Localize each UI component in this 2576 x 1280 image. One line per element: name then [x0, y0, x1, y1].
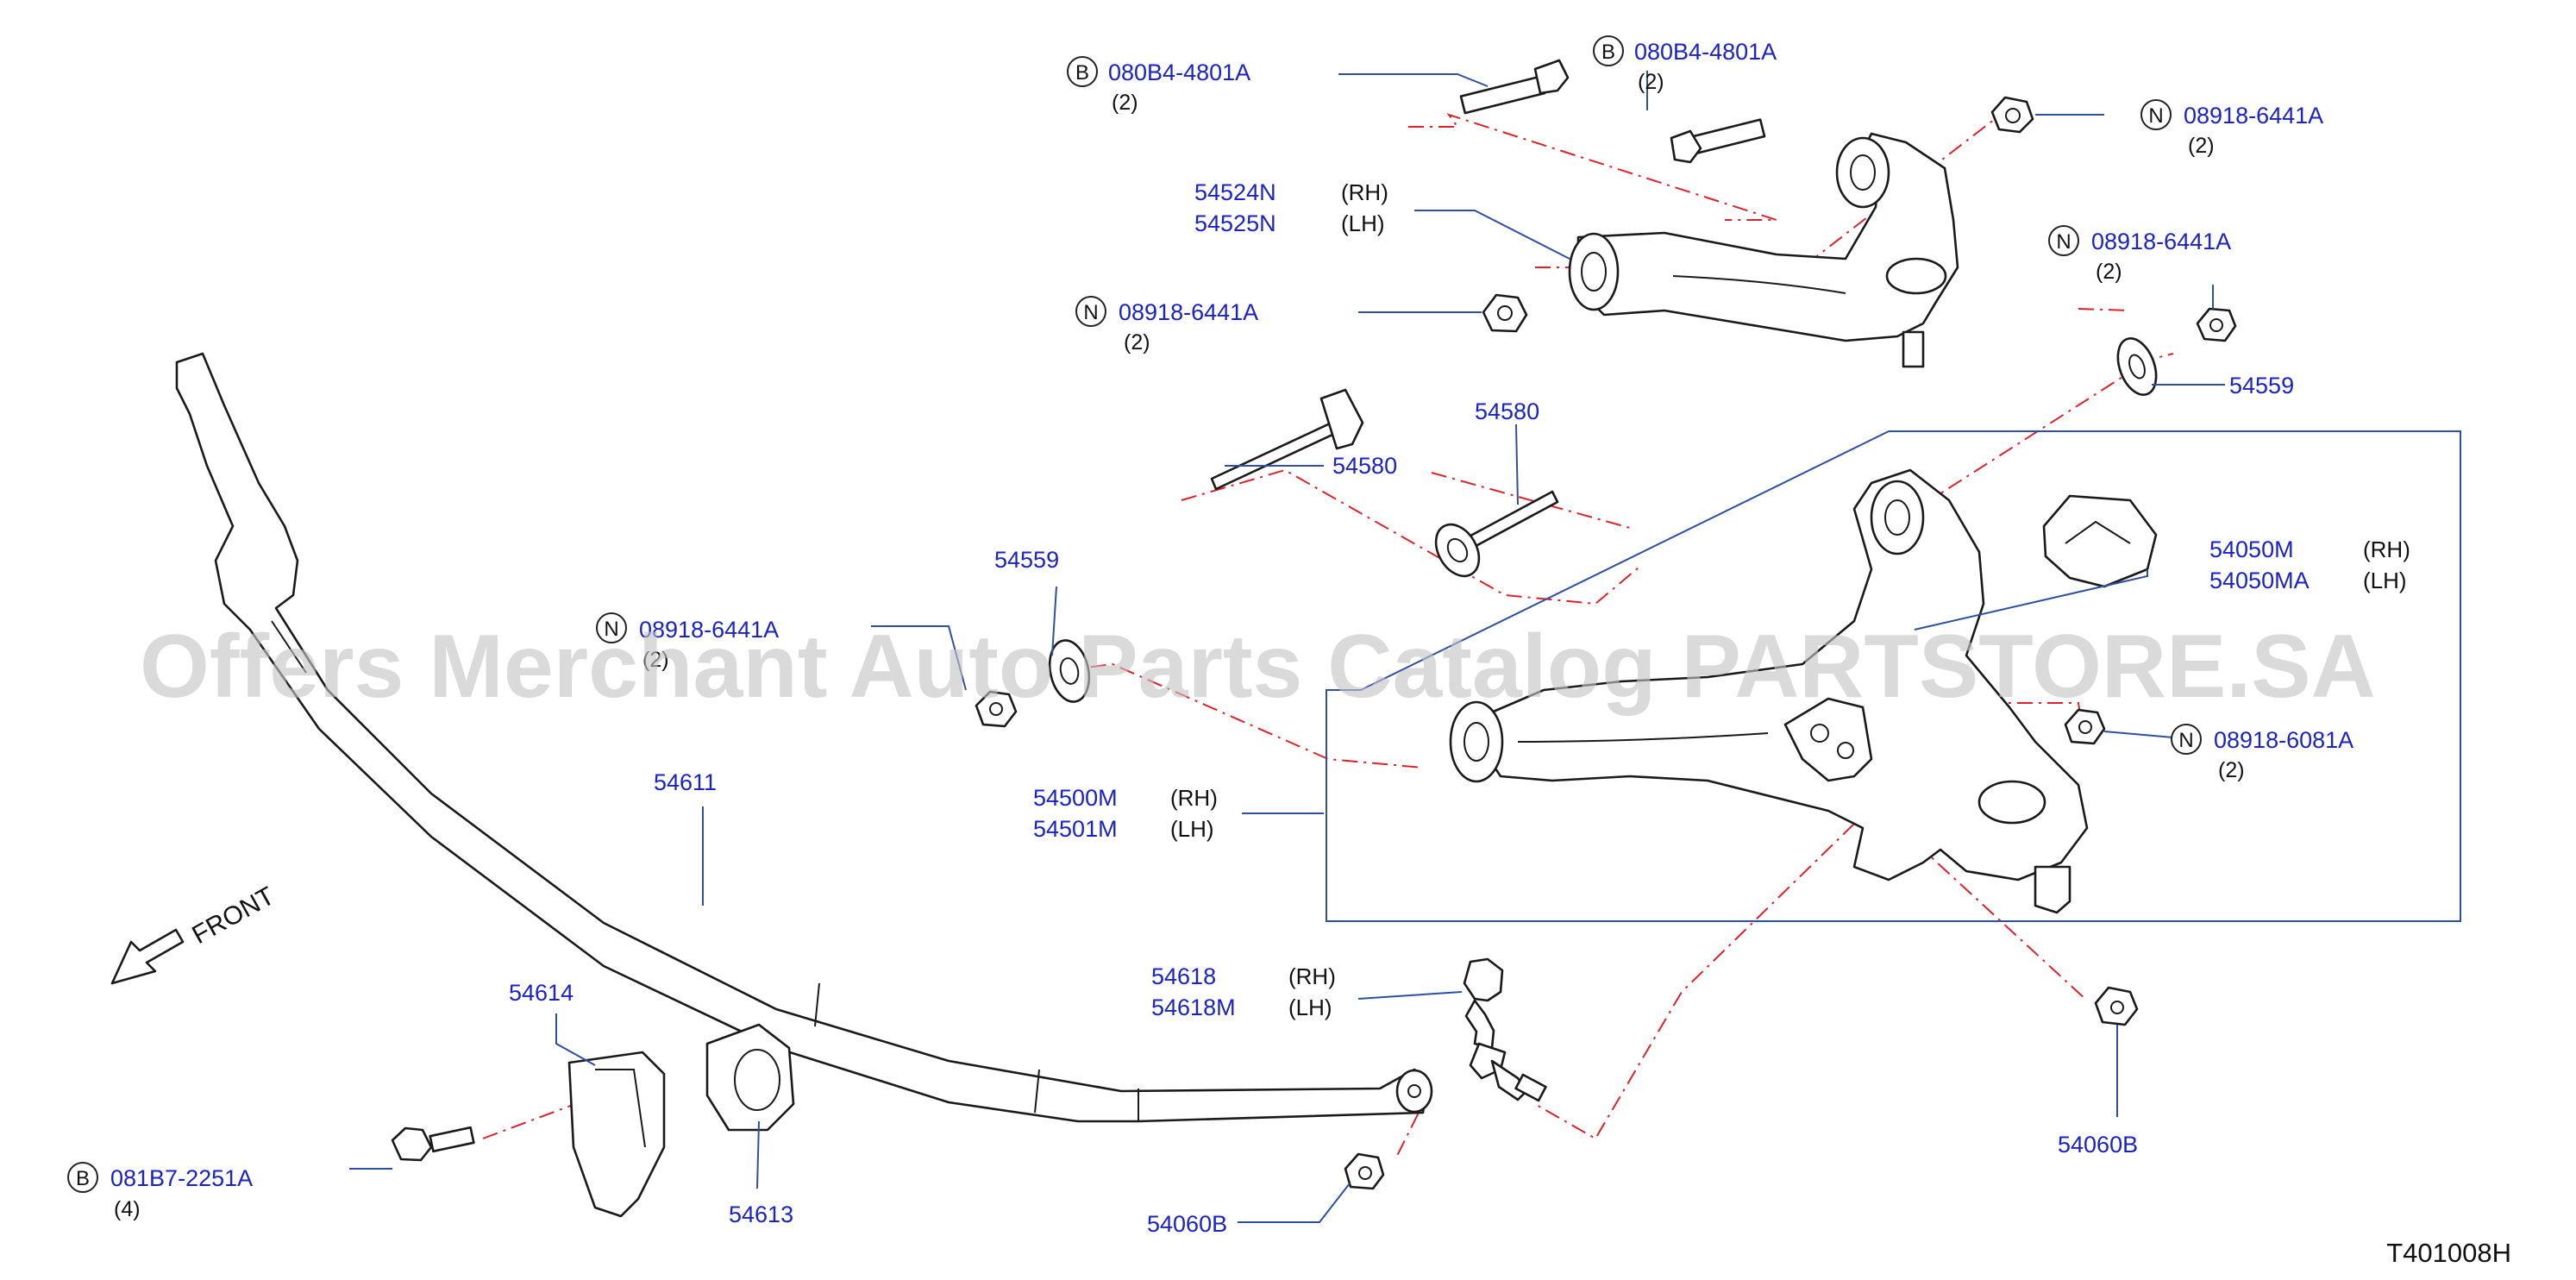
quantity: (2): [1638, 70, 1664, 94]
part-number: 08918-6441A: [2184, 103, 2323, 129]
side-label: (RH): [1288, 963, 1336, 989]
callout-54060b-left[interactable]: 54060B: [1147, 1211, 1227, 1237]
side-label: (RH): [1341, 179, 1388, 205]
side-label-alt: (LH): [1170, 816, 1214, 842]
callout-upper-arm[interactable]: 54524N (RH) 54525N (LH): [1194, 179, 1388, 236]
part-number: 54559: [994, 547, 1059, 573]
stabilizer-bar: [175, 352, 1433, 1123]
callout-n1[interactable]: N 08918-6441A (2): [2140, 99, 2323, 158]
quantity: (2): [2188, 134, 2215, 158]
callout-lower-arm[interactable]: 54500M (RH) 54501M (LH): [1033, 785, 1218, 842]
callout-circle-letter: N: [1083, 301, 1098, 324]
callout-54613[interactable]: 54613: [729, 1202, 793, 1227]
callout-bump-stop[interactable]: 54050M (RH) 54050MA (LH): [2209, 536, 2410, 593]
lower-arm-group-box: [1326, 430, 2461, 922]
hardware: [391, 59, 2237, 1218]
callout-circle-letter: N: [2056, 230, 2071, 254]
part-number-alt: 54618M: [1151, 995, 1236, 1020]
callout-54580-lower[interactable]: 54580: [1332, 453, 1397, 479]
front-arrow-icon: [110, 928, 185, 985]
callout-stabilizer-link[interactable]: 54618 (RH) 54618M (LH): [1151, 963, 1336, 1020]
callout-54559-left[interactable]: 54559: [994, 547, 1059, 573]
part-number: 54580: [1332, 453, 1397, 479]
lower-arm-group-box-edge: [1360, 430, 1890, 691]
part-number: 54060B: [2058, 1132, 2138, 1158]
watermark: Offers Merchant Auto Parts Catalog PARTS…: [140, 617, 2376, 717]
callout-n3[interactable]: N 08918-6441A (2): [2048, 225, 2231, 284]
callout-circle-letter: B: [1075, 61, 1089, 85]
quantity: (2): [2218, 758, 2245, 782]
callout-circle-letter: N: [604, 618, 618, 641]
callout-circle-letter: B: [1601, 41, 1615, 64]
part-number: 54614: [509, 980, 573, 1006]
part-number: 54580: [1475, 398, 1539, 424]
callout-circle-letter: N: [2148, 104, 2163, 128]
part-number: 54611: [654, 769, 717, 795]
callout-n2[interactable]: N 08918-6441A (2): [1075, 296, 1258, 355]
callout-circle-letter: N: [2178, 729, 2193, 752]
part-number: 081B7-2251A: [110, 1165, 253, 1191]
part-number: 54618: [1151, 963, 1216, 989]
side-label-alt: (LH): [2363, 568, 2407, 593]
part-number: 080B4-4801A: [1108, 60, 1250, 85]
part-number: 54500M: [1033, 785, 1118, 811]
lower-control-arm: [1449, 468, 2089, 914]
part-number: 54613: [729, 1202, 793, 1227]
leader-lines: [349, 71, 2225, 1223]
callout-b3[interactable]: B 081B7-2251A (4): [67, 1162, 253, 1221]
quantity: (2): [1124, 330, 1150, 355]
callout-54611[interactable]: 54611: [654, 769, 717, 795]
front-label: FRONT: [187, 882, 279, 950]
callout-54060b-right[interactable]: 54060B: [2058, 1132, 2138, 1158]
upper-control-arm: [1568, 132, 1959, 368]
side-label-alt: (LH): [1288, 995, 1332, 1020]
figure-code: T401008H: [2386, 1238, 2511, 1268]
part-number-alt: 54050MA: [2209, 568, 2310, 593]
callout-n5[interactable]: N 08918-6081A (2): [2171, 724, 2353, 782]
callout-54580-upper[interactable]: 54580: [1475, 398, 1539, 424]
part-number: 08918-6081A: [2214, 727, 2353, 753]
callout-54559-right[interactable]: 54559: [2229, 373, 2294, 398]
quantity: (4): [114, 1197, 141, 1221]
part-number-alt: 54525N: [1194, 210, 1276, 236]
callout-circle-letter: B: [76, 1167, 90, 1190]
part-number: 54524N: [1194, 179, 1276, 205]
quantity: (2): [1112, 91, 1138, 115]
part-number: 080B4-4801A: [1634, 39, 1777, 65]
callout-b2[interactable]: B 080B4-4801A (2): [1593, 35, 1777, 94]
stabilizer-link: [1463, 957, 1547, 1102]
callout-b1[interactable]: B 080B4-4801A (2): [1067, 56, 1250, 115]
side-label: (RH): [1170, 785, 1218, 811]
part-number: 08918-6441A: [1119, 299, 1258, 325]
side-label: (RH): [2363, 536, 2410, 562]
part-number: 08918-6441A: [2091, 229, 2231, 254]
part-number-alt: 54501M: [1033, 816, 1118, 842]
callout-n4[interactable]: N 08918-6441A (2): [596, 612, 779, 672]
front-direction-indicator: FRONT: [110, 882, 279, 985]
callout-54614[interactable]: 54614: [509, 980, 573, 1006]
part-number: 54559: [2229, 373, 2294, 398]
side-label-alt: (LH): [1341, 210, 1385, 236]
part-number: 54050M: [2209, 536, 2294, 562]
quantity: (2): [2096, 260, 2122, 284]
quantity: (2): [642, 648, 669, 672]
part-number: 08918-6441A: [639, 617, 779, 643]
part-number: 54060B: [1147, 1211, 1227, 1237]
